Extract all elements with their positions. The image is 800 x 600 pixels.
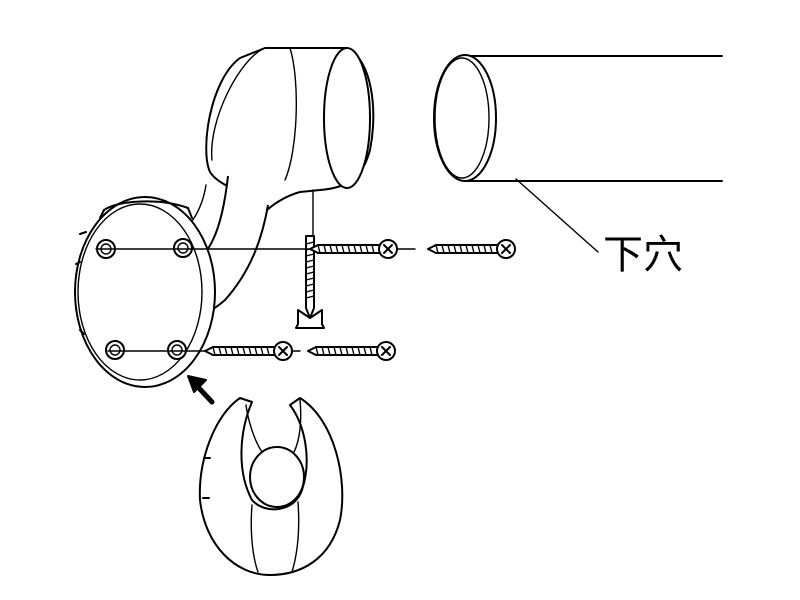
base-screw-hole (105, 340, 125, 360)
base-cover-icon (198, 397, 344, 576)
pilot-hole-label: 下穴 (603, 232, 683, 278)
wood-screw-icon (309, 239, 398, 259)
wood-screw-icon (307, 341, 396, 361)
base-screw-hole (173, 238, 193, 258)
label-leader-line (515, 178, 599, 253)
base-screw-hole (167, 340, 187, 360)
bracket-base-plate-icon (74, 196, 216, 388)
direction-arrow-icon (187, 375, 215, 405)
handrail-pipe-icon (433, 54, 723, 182)
wood-screw-icon (427, 239, 516, 259)
wood-screw-icon (204, 341, 293, 361)
wood-screw-icon (295, 235, 325, 329)
